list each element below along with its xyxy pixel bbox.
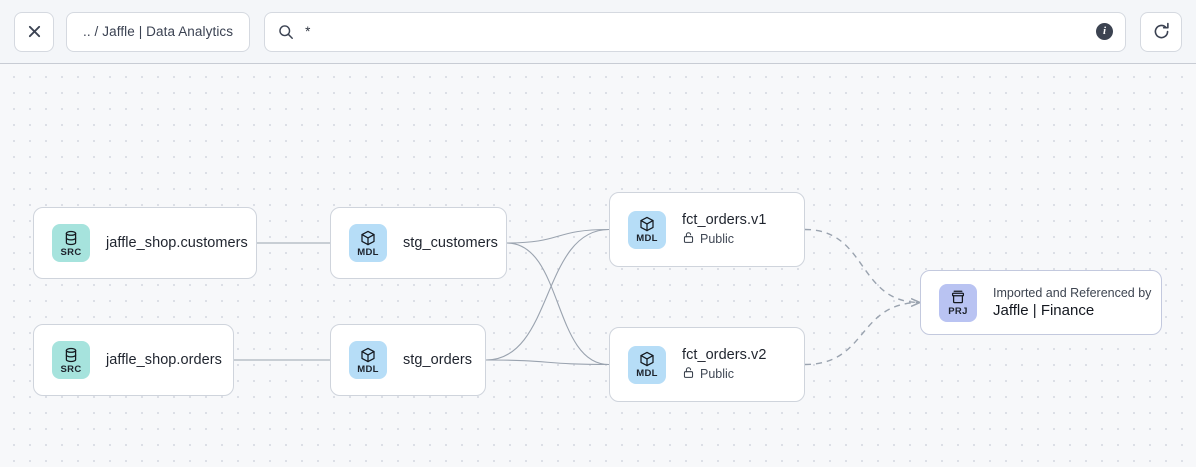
- graph-node-stg_orders[interactable]: MDL stg_orders: [330, 324, 486, 396]
- node-badge-src: SRC: [52, 224, 90, 262]
- graph-node-stg_customers[interactable]: MDL stg_customers: [330, 207, 507, 279]
- badge-label: PRJ: [948, 306, 968, 317]
- project-box-icon: [951, 290, 965, 304]
- unlock-icon: [682, 231, 695, 247]
- badge-label: MDL: [636, 368, 658, 379]
- node-title: stg_orders: [403, 352, 473, 368]
- badge-glyph: [360, 347, 376, 363]
- badge-label: MDL: [357, 246, 379, 258]
- node-title: jaffle_shop.orders: [106, 352, 222, 368]
- badge-glyph: [360, 230, 376, 246]
- info-icon[interactable]: i: [1096, 23, 1113, 40]
- close-button[interactable]: [14, 11, 54, 52]
- node-body: jaffle_shop.orders: [106, 352, 233, 368]
- node-title: fct_orders.v2: [682, 347, 767, 363]
- breadcrumb-label: .. / Jaffle | Data Analytics: [83, 24, 234, 39]
- node-title: stg_customers: [403, 235, 498, 251]
- node-body: jaffle_shop.customers: [106, 235, 256, 251]
- node-visibility-label: Public: [700, 367, 735, 381]
- unlock-icon: [683, 367, 694, 378]
- node-subtitle: Public: [682, 366, 766, 382]
- badge-glyph: [950, 289, 966, 305]
- badge-label: MDL: [636, 233, 658, 244]
- node-badge-mdl: MDL: [349, 341, 387, 379]
- badge-glyph: [639, 351, 655, 367]
- graph-node-jaffle_shop_orders[interactable]: SRC jaffle_shop.orders: [33, 324, 234, 396]
- node-subtitle: Public: [682, 231, 766, 247]
- badge-label: SRC: [60, 363, 82, 375]
- badge-label: MDL: [357, 363, 379, 375]
- node-badge-mdl: MDL: [628, 345, 666, 384]
- unlock-icon: [682, 366, 695, 382]
- node-title: fct_orders.v1: [682, 212, 767, 228]
- node-body: stg_customers: [403, 235, 506, 251]
- database-icon: [65, 230, 77, 245]
- refresh-icon: [1154, 22, 1169, 39]
- search-input[interactable]: [305, 12, 1096, 51]
- graph-node-jaffle_shop_customers[interactable]: SRC jaffle_shop.customers: [33, 207, 257, 279]
- database-icon: [65, 347, 77, 362]
- node-kicker: Imported and Referenced by: [993, 286, 1152, 300]
- search-icon: [279, 24, 294, 39]
- node-badge-mdl: MDL: [349, 224, 387, 262]
- node-visibility-label: Public: [700, 232, 735, 246]
- breadcrumb-button[interactable]: .. / Jaffle | Data Analytics: [66, 11, 251, 52]
- badge-label: SRC: [60, 246, 82, 258]
- refresh-button[interactable]: [1140, 11, 1182, 52]
- search-field[interactable]: i: [264, 11, 1126, 52]
- badge-glyph: [639, 216, 655, 232]
- unlock-icon: [683, 232, 694, 243]
- toolbar: .. / Jaffle | Data Analytics i: [0, 0, 1196, 64]
- graph-node-jaffle_finance[interactable]: PRJ Imported and Referenced by Jaffle | Fi…: [920, 270, 1162, 335]
- cube-icon: [640, 351, 654, 367]
- badge-glyph: [63, 230, 79, 246]
- cube-icon: [361, 230, 375, 245]
- node-badge-src: SRC: [52, 341, 90, 379]
- cube-icon: [640, 216, 654, 232]
- node-title: jaffle_shop.customers: [106, 235, 248, 251]
- node-title: Jaffle | Finance: [993, 302, 1095, 319]
- node-badge-prj: PRJ: [939, 283, 977, 322]
- close-icon: [28, 25, 40, 38]
- node-body: stg_orders: [403, 352, 485, 368]
- node-body: Imported and Referenced by Jaffle | Finan…: [993, 286, 1161, 319]
- cube-icon: [361, 347, 375, 362]
- node-badge-mdl: MDL: [628, 210, 666, 249]
- badge-glyph: [63, 347, 79, 363]
